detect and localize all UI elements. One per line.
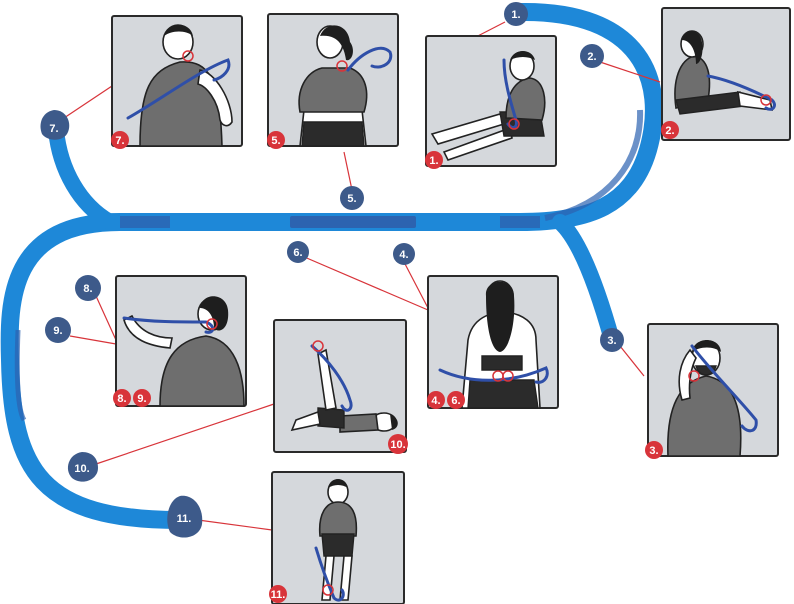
track-arm-lower-right (552, 214, 620, 348)
panel-4-6-figure (438, 280, 549, 409)
track-marker-1: 1. (504, 2, 528, 26)
panel-9-label: 9. (137, 393, 146, 405)
panel-label-7: 7. (111, 131, 129, 149)
panel-label-3: 3. (645, 441, 663, 459)
panel-label-5: 5. (267, 131, 285, 149)
panel-5-label: 5. (271, 135, 280, 147)
panel-label-1: 1. (425, 151, 443, 169)
track-arm-upper-left (48, 122, 118, 230)
panel-7-figure (126, 24, 233, 147)
track-marker-8-label: 8. (83, 283, 92, 295)
connector-lines (63, 21, 661, 531)
panel-11-label: 11. (271, 589, 286, 601)
panel-label-11: 11. (269, 585, 287, 603)
panel-6-label: 6. (451, 395, 460, 407)
connector-4 (403, 261, 429, 309)
panel-5-figure (298, 25, 393, 147)
panel-1 (425, 35, 557, 167)
track-left-curve-shade (14, 329, 27, 422)
connector-8 (95, 295, 117, 341)
track-marker-3-label: 3. (607, 335, 616, 347)
track-markers: 1. 2. 3. 4. 5. 6. 7. 8. (40, 2, 624, 538)
track-marker-6: 6. (287, 241, 309, 263)
panel-7-label: 7. (115, 135, 124, 147)
track-marker-11: 11. (167, 495, 203, 538)
track-marker-11-label: 11. (177, 513, 192, 525)
panel-3-figure (667, 340, 758, 457)
track-dark-segment-right (500, 216, 540, 228)
panel-4-label: 4. (431, 395, 440, 407)
connector-10 (95, 403, 275, 465)
panel-11 (271, 471, 405, 604)
connector-5 (343, 151, 353, 191)
track-dark-segment-left (120, 216, 170, 228)
connector-2 (599, 61, 661, 83)
panel-8-9 (115, 275, 247, 407)
panel-label-6: 6. (447, 391, 465, 409)
panel-1-figure (430, 51, 546, 161)
connector-7 (63, 85, 113, 119)
panel-label-10: 10. (388, 434, 408, 454)
track-grip (290, 216, 416, 228)
track-marker-8: 8. (75, 275, 101, 301)
panel-3-label: 3. (649, 445, 658, 457)
panel-2 (661, 7, 791, 141)
track-marker-4: 4. (393, 243, 415, 265)
panel-8-9-figure (122, 296, 245, 407)
panel-1-label: 1. (429, 155, 438, 167)
track (0, 2, 663, 529)
panel-7 (111, 15, 243, 147)
track-main (0, 2, 663, 529)
connector-11 (197, 519, 273, 531)
panel-label-2: 2. (661, 121, 679, 139)
panel-label-4: 4. (427, 391, 445, 409)
panel-10-label: 10. (390, 439, 405, 451)
track-marker-7-label: 7. (49, 123, 58, 135)
connector-6 (301, 255, 429, 311)
panel-label-8: 8. (113, 389, 131, 407)
track-marker-3: 3. (600, 328, 624, 352)
track-marker-7: 7. (40, 110, 70, 140)
track-marker-2: 2. (580, 44, 604, 68)
connector-9 (69, 335, 117, 345)
panel-4-6 (427, 275, 559, 409)
panel-3 (647, 323, 779, 457)
track-marker-10: 10. (67, 452, 98, 482)
track-marker-5-label: 5. (347, 193, 356, 205)
panel-11-figure (314, 479, 358, 602)
track-marker-9-label: 9. (53, 325, 62, 337)
panel-labels: 7. 5. 1. 2. 3. 4. 6. 8. (111, 121, 679, 603)
panel-2-label: 2. (665, 125, 674, 137)
track-marker-2-label: 2. (587, 51, 596, 63)
panel-10-figure (290, 340, 398, 433)
panel-5 (267, 13, 399, 147)
track-marker-4-label: 4. (399, 249, 408, 261)
track-inner-highlight (544, 109, 644, 221)
track-marker-10-label: 10. (74, 463, 89, 475)
track-marker-9: 9. (45, 317, 71, 343)
panel-label-9: 9. (133, 389, 151, 407)
track-marker-6-label: 6. (293, 247, 302, 259)
panel-8-label: 8. (117, 393, 126, 405)
track-marker-5: 5. (340, 186, 364, 210)
panel-10 (273, 319, 407, 453)
track-marker-1-label: 1. (511, 9, 520, 21)
panel-2-figure (674, 30, 776, 115)
connector-3 (619, 345, 645, 377)
